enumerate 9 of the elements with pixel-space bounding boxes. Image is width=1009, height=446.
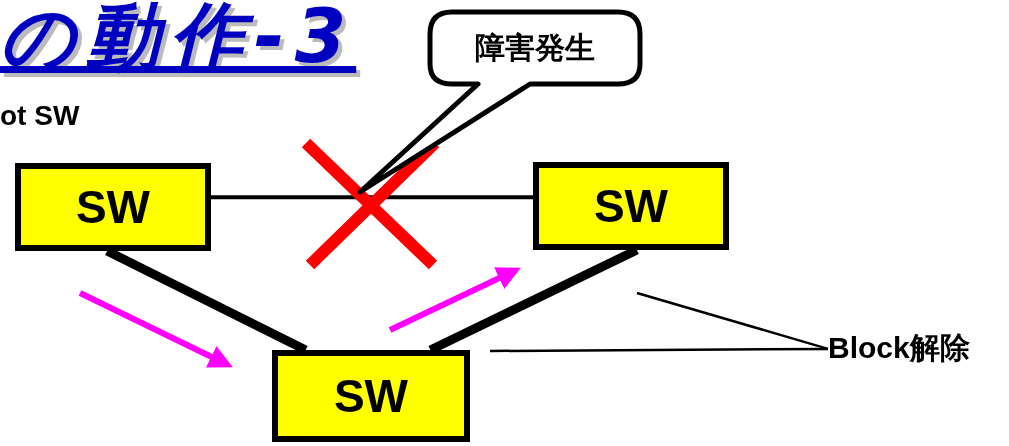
leader-line xyxy=(636,291,829,351)
heading-label: ot SW xyxy=(0,100,80,132)
title: の動作-3 xyxy=(0,0,357,81)
switch-box: SW xyxy=(272,350,470,442)
switch-box: SW xyxy=(15,163,211,251)
switch-box: SW xyxy=(533,162,729,250)
leader-line xyxy=(490,347,828,353)
annotation-text: Block解除 xyxy=(828,326,1009,370)
link-line xyxy=(211,195,533,200)
